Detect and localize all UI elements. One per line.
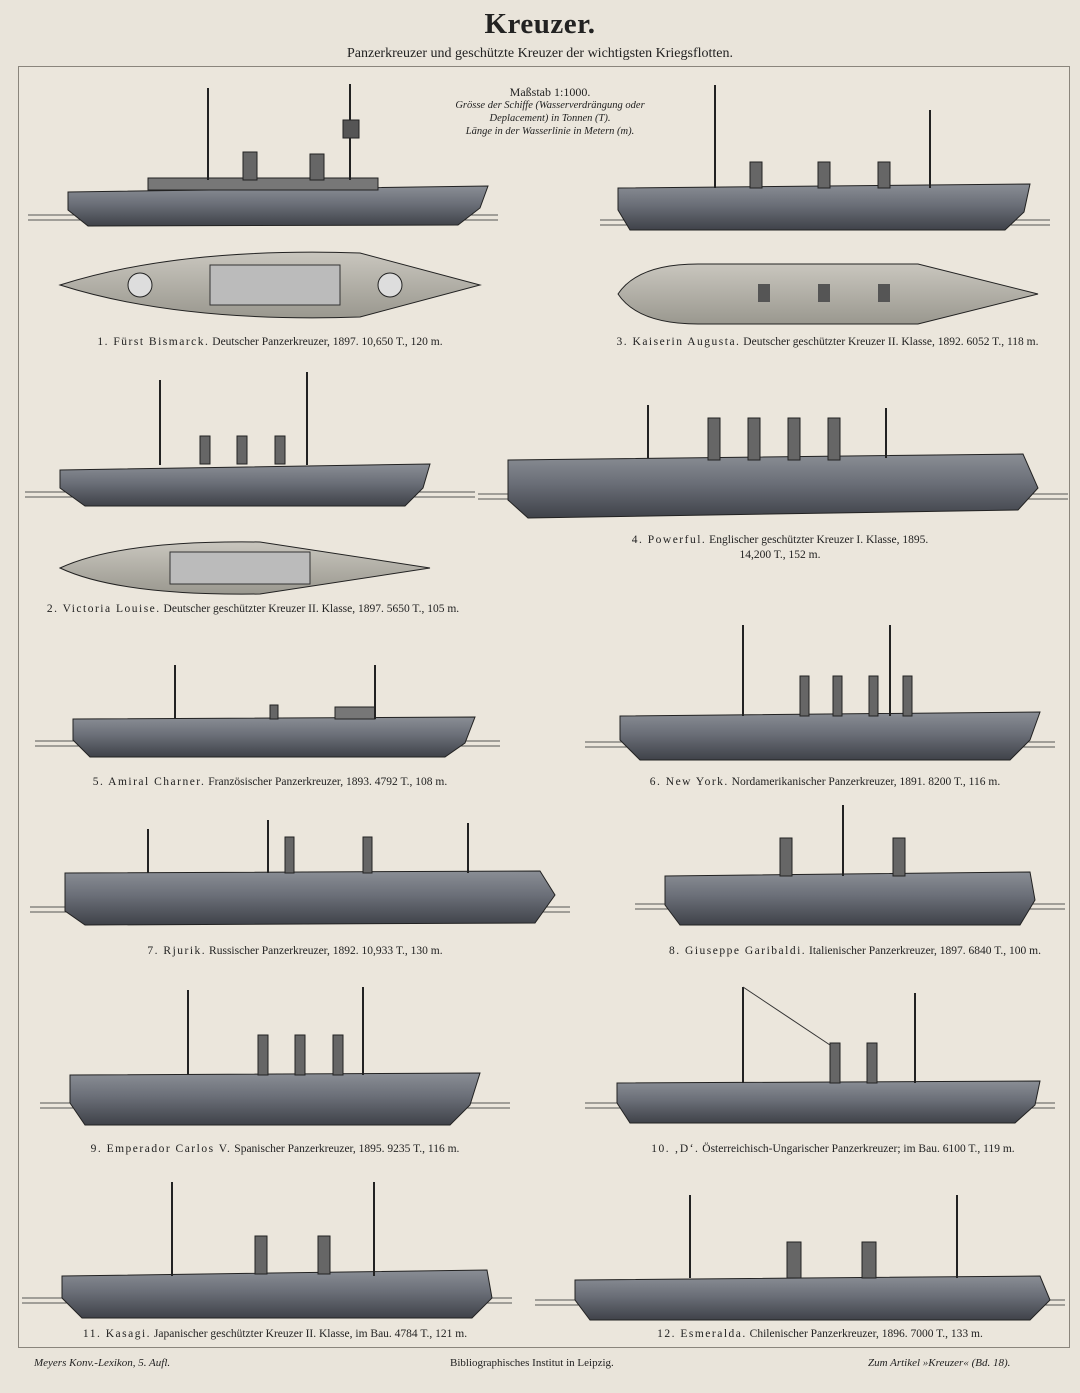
footer-left: Meyers Konv.-Lexikon, 5. Aufl.: [34, 1357, 171, 1369]
caption-ship-7: 7. Rjurik. Russischer Panzerkreuzer, 189…: [30, 945, 560, 957]
caption-ship-4: 4. Powerful. Englischer geschützter Kreu…: [520, 533, 1040, 563]
footer-right: Zum Artikel »Kreuzer« (Bd. 18).: [868, 1357, 1011, 1369]
ship-7-name: 7. Rjurik.: [147, 945, 207, 957]
scale-label: Maßstab 1:1000.: [509, 85, 591, 99]
ship-9-profile: [40, 987, 510, 1126]
scale-legend: Maßstab 1:1000. Grösse der Schiffe (Wass…: [410, 86, 690, 138]
ship-1-desc: Deutscher Panzerkreuzer, 1897. 10,650 T.…: [212, 336, 443, 348]
ship-3-deck: [617, 263, 1039, 325]
ship-2-desc: Deutscher geschützter Kreuzer II. Klasse…: [163, 603, 460, 615]
caption-ship-12: 12. Esmeralda. Chilenischer Panzerkreuze…: [585, 1328, 1055, 1340]
caption-ship-9: 9. Emperador Carlos V. Spanischer Panzer…: [35, 1143, 515, 1155]
ship-11-desc: Japanischer geschützter Kreuzer II. Klas…: [153, 1328, 468, 1340]
ship-7-desc: Russischer Panzerkreuzer, 1892. 10,933 T…: [209, 945, 443, 957]
ship-12-desc: Chilenischer Panzerkreuzer, 1896. 7000 T…: [749, 1328, 983, 1340]
ship-3-profile: [600, 85, 1050, 231]
ship-5-desc: Französischer Panzerkreuzer, 1893. 4792 …: [208, 776, 448, 788]
ship-8-name: 8. Giuseppe Garibaldi.: [669, 945, 807, 957]
ship-12-name: 12. Esmeralda.: [657, 1328, 747, 1340]
ship-4-desc2: 14,200 T., 152 m.: [739, 549, 821, 561]
ship-2-name: 2. Victoria Louise.: [46, 603, 161, 615]
caption-ship-8: 8. Giuseppe Garibaldi. Italienischer Pan…: [630, 945, 1080, 957]
ship-7-profile: [30, 820, 570, 926]
caption-ship-2: 2. Victoria Louise. Deutscher geschützte…: [18, 603, 488, 615]
caption-ship-5: 5. Amiral Charner. Französischer Panzerk…: [30, 776, 510, 788]
ship-8-desc: Italienischer Panzerkreuzer, 1897. 6840 …: [809, 945, 1041, 957]
caption-ship-3: 3. Kaiserin Augusta. Deutscher geschützt…: [575, 336, 1080, 348]
ship-1-deck: [58, 251, 482, 319]
scale-line-3: Länge in der Wasserlinie in Metern (m).: [465, 126, 635, 137]
ship-1-name: 1. Fürst Bismarck.: [97, 336, 210, 348]
ship-11-profile: [22, 1182, 512, 1319]
ship-5-profile: [35, 665, 500, 758]
scale-line-1: Grösse der Schiffe (Wasserverdrängung od…: [455, 100, 645, 111]
ship-10-desc: Österreichisch-Ungarischer Panzerkreuzer…: [702, 1143, 1015, 1155]
ship-6-name: 6. New York.: [649, 776, 729, 788]
ship-8-profile: [635, 805, 1065, 926]
caption-ship-10: 10. ‚D‘. Österreichisch-Ungarischer Panz…: [598, 1143, 1068, 1155]
ship-6-profile: [585, 625, 1055, 761]
ship-6-desc: Nordamerikanischer Panzerkreuzer, 1891. …: [731, 776, 1001, 788]
ship-2-deck: [58, 541, 431, 595]
ship-10-name: 10. ‚D‘.: [651, 1143, 700, 1155]
ship-9-name: 9. Emperador Carlos V.: [90, 1143, 232, 1155]
ship-12-profile: [535, 1195, 1065, 1321]
page-subtitle: Panzerkreuzer und geschützte Kreuzer der…: [346, 46, 733, 61]
ship-3-name: 3. Kaiserin Augusta.: [616, 336, 741, 348]
scale-line-2: Deplacement) in Tonnen (T).: [489, 113, 611, 124]
ship-4-desc: Englischer geschützter Kreuzer I. Klasse…: [709, 534, 929, 546]
ship-11-name: 11. Kasagi.: [82, 1328, 152, 1340]
ship-5-name: 5. Amiral Charner.: [92, 776, 206, 788]
caption-ship-1: 1. Fürst Bismarck. Deutscher Panzerkreuz…: [30, 336, 510, 348]
ship-2-profile: [25, 372, 475, 507]
page-title: Kreuzer.: [484, 8, 596, 40]
caption-ship-6: 6. New York. Nordamerikanischer Panzerkr…: [590, 776, 1060, 788]
ship-4-name: 4. Powerful.: [631, 534, 707, 546]
ship-4-profile: [478, 405, 1068, 519]
ship-9-desc: Spanischer Panzerkreuzer, 1895. 9235 T.,…: [234, 1143, 460, 1155]
ship-10-profile: [585, 986, 1055, 1124]
ship-3-desc: Deutscher geschützter Kreuzer II. Klasse…: [743, 336, 1039, 348]
footer-center: Bibliographisches Institut in Leipzig.: [450, 1357, 614, 1369]
caption-ship-11: 11. Kasagi. Japanischer geschützter Kreu…: [30, 1328, 520, 1340]
ship-1-profile: [28, 84, 498, 227]
